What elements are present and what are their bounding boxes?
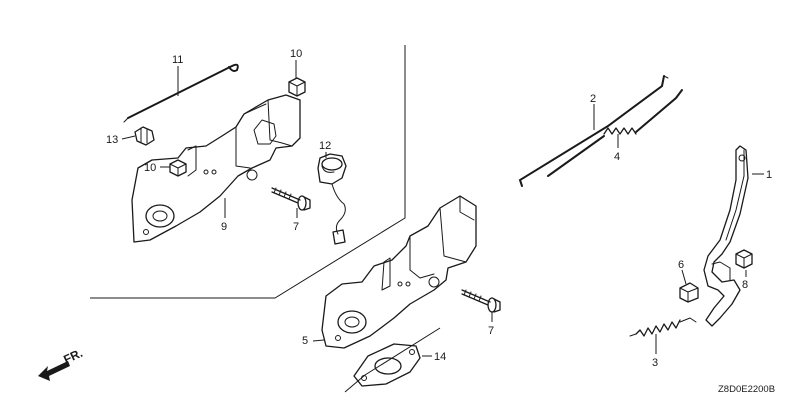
callout-12: 12 — [319, 140, 331, 152]
front-direction-arrow: FR. — [38, 346, 85, 381]
callout-5: 5 — [302, 335, 308, 347]
return-spring-3 — [629, 317, 697, 337]
inset-boundary — [90, 45, 441, 393]
callout-1: 1 — [766, 169, 772, 181]
lever-pad-6 — [679, 282, 699, 303]
callout-10-side: 10 — [144, 162, 156, 174]
clip-13 — [134, 126, 155, 146]
callout-14: 14 — [434, 351, 446, 363]
callout-13: 13 — [106, 134, 118, 146]
callout-10-top: 10 — [290, 48, 302, 60]
choke-rod-2 — [518, 75, 669, 187]
callout-9: 9 — [221, 221, 227, 233]
flange-bolt-7-lower — [461, 289, 501, 313]
callout-2: 2 — [590, 93, 596, 105]
callout-8: 8 — [742, 279, 748, 291]
callout-4: 4 — [614, 151, 620, 163]
choke-spring-4 — [547, 89, 683, 177]
callout-7-lower: 7 — [488, 325, 494, 337]
engine-switch-12 — [317, 153, 347, 245]
callout-11: 11 — [172, 54, 183, 66]
diagram-code: Z8D0E2200B — [718, 384, 775, 395]
control-base-5 — [321, 195, 477, 349]
nut-8 — [735, 249, 753, 269]
gasket-14 — [353, 343, 421, 387]
control-base-9 — [131, 94, 301, 243]
callout-7-upper: 7 — [293, 221, 299, 233]
flange-bolt-7-upper — [271, 187, 311, 211]
leader-lines — [121, 60, 764, 357]
callout-6: 6 — [678, 259, 684, 271]
nut-10-top — [288, 77, 306, 97]
callout-numbers: 1 2 3 4 5 6 7 7 8 9 10 10 11 12 13 14 — [106, 48, 772, 369]
nut-10-side — [169, 159, 187, 177]
direction-label: FR. — [61, 346, 84, 367]
callout-3: 3 — [652, 357, 658, 369]
governor-rod-11 — [123, 63, 239, 123]
control-lever-1 — [703, 145, 749, 327]
